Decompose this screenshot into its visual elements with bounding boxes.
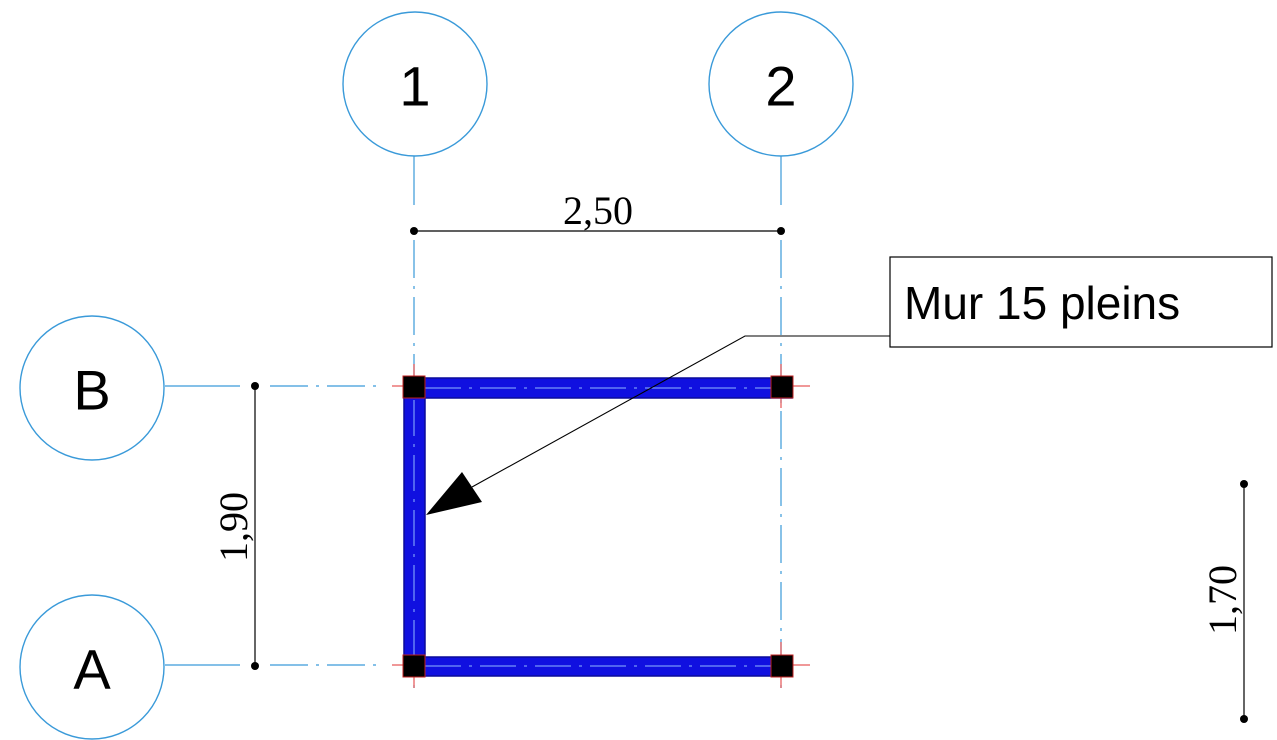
callout-arrowhead: [426, 472, 482, 515]
post-2B: [770, 375, 794, 399]
axis-A-label: A: [73, 638, 111, 701]
dim-left-text: 1,90: [211, 492, 256, 562]
intersection-ticks: [392, 364, 810, 688]
dim-left-dot-top: [251, 382, 259, 390]
callout-box: [889, 256, 1273, 348]
dim-horizontal-dot-left: [410, 227, 418, 235]
dim-horizontal-text: 2,50: [563, 188, 633, 233]
axis-B-bubble: [19, 315, 165, 461]
axis-B-label: B: [73, 359, 110, 422]
callout-text: Mur 15 pleins: [904, 277, 1180, 329]
axis-2-bubble: [708, 11, 854, 157]
dim-right-dot-bottom: [1240, 715, 1248, 723]
axis-1-bubble: [342, 11, 488, 157]
dim-left-dot-bottom: [251, 662, 259, 670]
axis-A-bubble: [19, 594, 165, 740]
dim-horizontal-dot-right: [777, 227, 785, 235]
axis-1-label: 1: [399, 55, 430, 118]
post-1A: [402, 654, 426, 678]
dim-right-dot-top: [1240, 480, 1248, 488]
dim-right-text: 1,70: [1200, 565, 1245, 635]
post-1B: [402, 375, 426, 399]
post-2A: [770, 654, 794, 678]
callout-leader: [471, 335, 890, 488]
axis-2-label: 2: [765, 55, 796, 118]
